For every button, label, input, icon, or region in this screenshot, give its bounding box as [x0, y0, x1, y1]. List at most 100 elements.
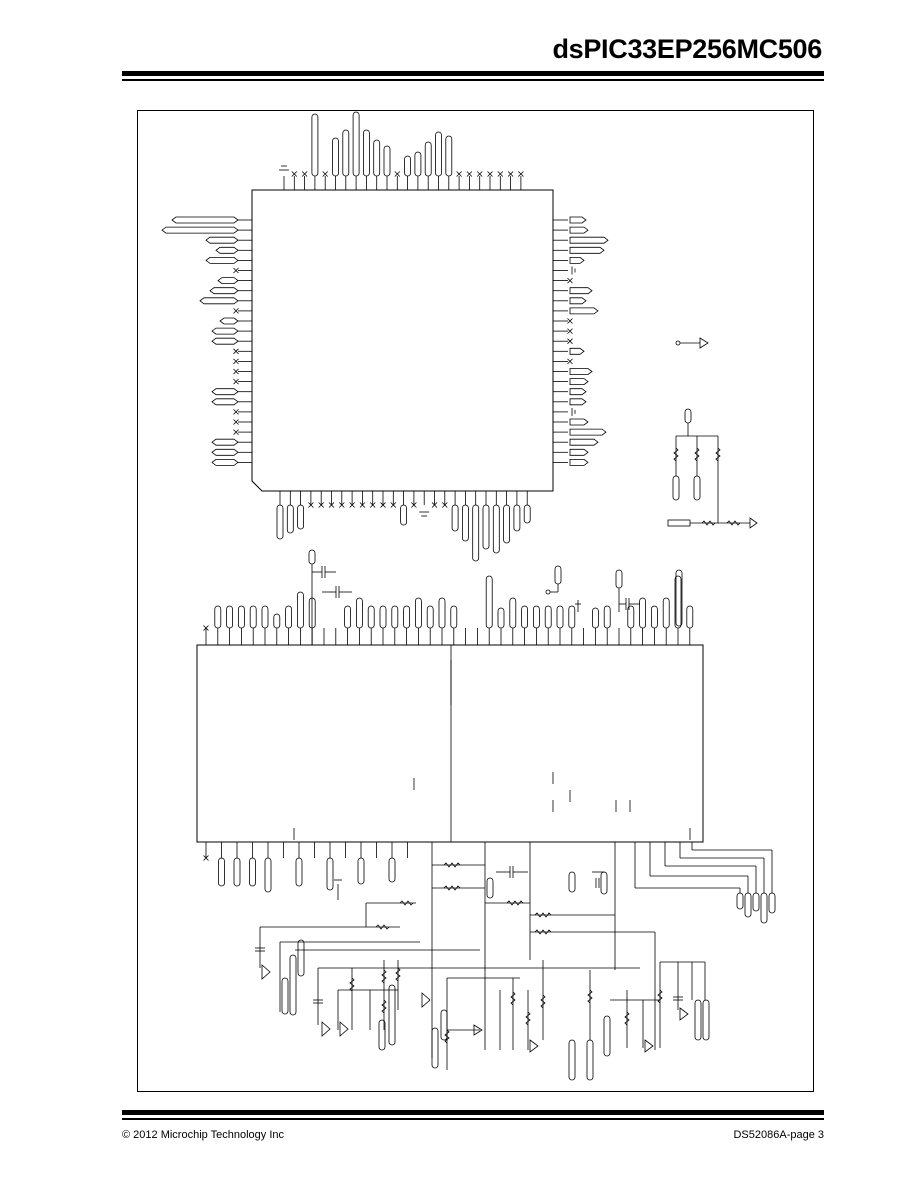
- upper-ic-right-pin: [553, 246, 605, 254]
- connector-tab: [702, 999, 710, 1041]
- upper-ic-top-pin: [352, 111, 360, 190]
- lower-ic-top-pin: [367, 605, 375, 645]
- upper-ic-left-pin: [211, 337, 252, 345]
- connector-tab: [378, 1019, 386, 1051]
- upper-ic-right-pin: [553, 418, 589, 426]
- connector-tab: [586, 1039, 594, 1081]
- upper-ic-left-pin: [217, 277, 252, 284]
- lower-ic-bottom-pin: [249, 842, 256, 887]
- connector-tab: [289, 954, 297, 1016]
- upper-ic-right-pin: [553, 338, 573, 344]
- connector-tab: [568, 871, 576, 893]
- lower-ic-top-pin: [485, 575, 493, 645]
- upper-ic-left-pin: [233, 409, 252, 415]
- upper-ic-bottom-pin: [339, 491, 345, 508]
- upper-ic-right-pin: [553, 318, 573, 324]
- upper-ic-bottom-pin: [380, 491, 386, 508]
- upper-ic-bottom-pin: [308, 491, 314, 508]
- upper-ic-right-pin: [553, 236, 609, 244]
- upper-ic-right-pins: [553, 216, 609, 466]
- schematic-figure-frame: [137, 110, 814, 1092]
- lower-ic-top-pin: [521, 605, 528, 645]
- upper-ic-bottom-pin: [390, 491, 397, 508]
- lower-ic-top-pin: [556, 605, 564, 645]
- upper-ic-left-pin: [215, 246, 252, 254]
- lower-ic-top-pin: [674, 575, 682, 645]
- upper-ic-left-pin: [219, 317, 252, 325]
- connector-tab: [388, 984, 396, 1046]
- copyright-notice: © 2012 Microchip Technology Inc: [122, 1129, 284, 1141]
- upper-ic-bottom-pins: [276, 491, 531, 562]
- decoupling-capacitors-top: [308, 549, 683, 645]
- upper-ic-right-pin: [553, 428, 607, 436]
- upper-ic-right-pin: [553, 448, 589, 456]
- header-rule-thin: [122, 79, 824, 81]
- upper-ic-right-pin: [553, 358, 573, 365]
- upper-ic-right-pin: [553, 347, 585, 355]
- upper-ic-right-pin: [553, 459, 589, 466]
- lower-ic-top-pin: [592, 607, 599, 645]
- connector-tab: [297, 939, 305, 977]
- upper-ic-right-pin: [553, 277, 573, 284]
- lower-ic-bottom-pin: [295, 842, 303, 887]
- lower-ic-bottom-pin: [388, 842, 396, 883]
- lower-ic-top-pin: [273, 613, 281, 645]
- lower-ic-top-pin: [203, 625, 209, 645]
- upper-ic-top-pin: [342, 129, 350, 190]
- lower-ic-top-pin: [603, 605, 611, 645]
- upper-ic-bottom-pin: [286, 491, 294, 534]
- upper-ic-left-pin: [233, 267, 252, 274]
- connector-tab: [600, 871, 608, 895]
- lower-ic-top-pin: [568, 605, 576, 645]
- upper-ic-left-pin: [211, 327, 252, 335]
- footer-rule-thin: [122, 1118, 824, 1120]
- upper-ic-bottom-pin: [442, 491, 448, 508]
- upper-ic-right-pin: [553, 307, 599, 315]
- lower-ic-bottom-pin: [218, 842, 225, 887]
- upper-ic-bottom-pin: [513, 491, 521, 532]
- upper-ic-left-pins: [161, 216, 252, 466]
- lower-ic-top-pin: [426, 605, 434, 645]
- lower-ic-bottom-pin: [233, 842, 241, 887]
- upper-ic-right-pin: [553, 378, 589, 385]
- upper-ic-bottom-pin: [523, 491, 531, 524]
- lower-ic-top-pin: [355, 597, 363, 645]
- lower-ic-top-pin: [450, 605, 458, 645]
- upper-ic-bottom-pin: [482, 491, 490, 550]
- upper-ic-left-pin: [161, 226, 252, 234]
- upper-ic-left-pin: [233, 368, 252, 375]
- upper-ic-top-pin: [404, 155, 412, 190]
- connector-tab: [440, 1009, 448, 1041]
- upper-ic-top-pin: [435, 131, 442, 190]
- lower-ic-top-pin: [344, 605, 352, 645]
- upper-ic-left-pin: [211, 388, 252, 396]
- connector-tab: [486, 877, 494, 899]
- upper-ic-top-pin: [476, 171, 483, 190]
- upper-ic-bottom-pin: [492, 491, 500, 554]
- upper-ic-top-pin: [362, 129, 370, 190]
- upper-ic-left-pin: [209, 287, 252, 295]
- lower-ic-top-pin: [261, 605, 269, 645]
- lower-ic-top-pin: [237, 605, 245, 645]
- upper-ic-top-pins: [279, 111, 524, 190]
- upper-ic-left-pin: [211, 398, 252, 406]
- lower-ic-top-pin: [249, 605, 257, 645]
- upper-ic-right-pin: [553, 216, 587, 224]
- upper-ic-left-pin: [205, 236, 252, 244]
- upper-ic-left-pin: [211, 438, 252, 446]
- upper-ic-top-pin: [383, 145, 391, 190]
- upper-ic-bottom-pin: [328, 491, 335, 508]
- upper-ic-top-pin: [279, 165, 289, 190]
- lower-ic-top-pin: [214, 605, 222, 645]
- upper-ic-bottom-pin: [411, 491, 417, 508]
- upper-ic-left-pin: [199, 297, 252, 305]
- upper-ic-bottom-pin: [419, 491, 430, 517]
- lower-ic-bottom-pin: [357, 842, 365, 885]
- connector-tab: [568, 1039, 576, 1081]
- upper-ic-bottom-pin: [451, 491, 459, 532]
- upper-ic-right-pin: [553, 328, 573, 334]
- lower-ic-top-pin: [639, 597, 646, 645]
- upper-ic-bottom-pin: [400, 491, 408, 526]
- upper-ic-right-pin: [553, 438, 599, 446]
